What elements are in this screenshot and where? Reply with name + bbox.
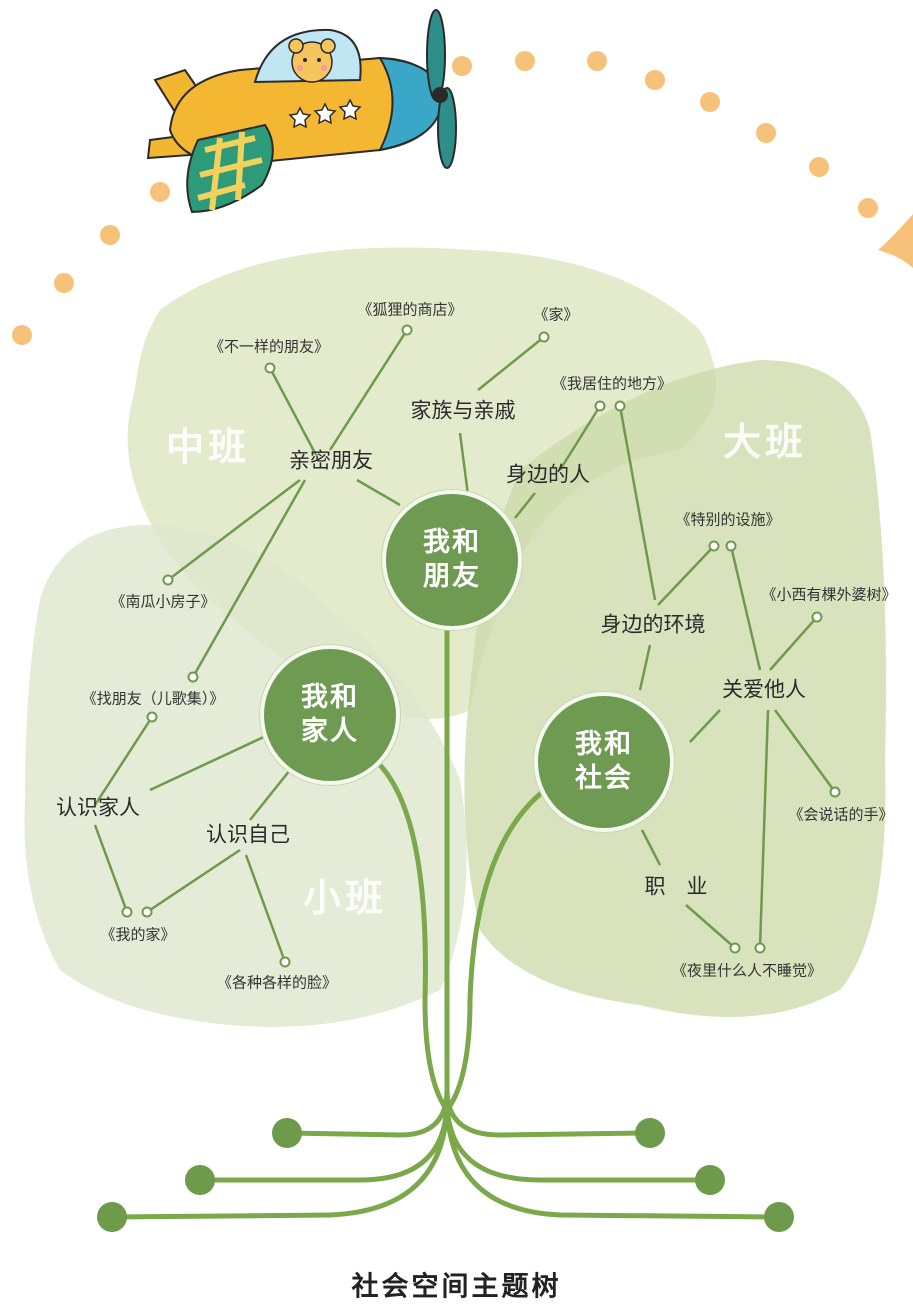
book-fox-shop: 《狐狸的商店》 (357, 300, 463, 319)
book-different-friend: 《不一样的朋友》 (208, 337, 330, 356)
zone-label-junior: 小班 (302, 876, 388, 920)
hub-family-label: 我和家人 (301, 682, 359, 747)
subtopic-surroundings: 身边的环境 (600, 612, 706, 637)
dots-arc (12, 51, 878, 345)
connector-nodes (121, 324, 841, 968)
hub-society: 我和社会 (534, 692, 674, 832)
book-who-stays-awake: 《夜里什么人不睡觉》 (671, 961, 823, 980)
subtopic-people-around: 身边的人 (506, 462, 590, 487)
book-home: 《家》 (533, 305, 579, 324)
book-special-facilities: 《特别的设施》 (675, 510, 781, 529)
hub-friends: 我和朋友 (382, 490, 522, 630)
zone-label-senior: 大班 (722, 420, 808, 464)
connector-lines (93, 329, 837, 963)
subtopic-relatives: 家族与亲戚 (410, 398, 516, 423)
subtopic-know-family: 认识家人 (56, 795, 140, 820)
root-ends (97, 1118, 794, 1232)
airplane-icon (146, 9, 457, 214)
subtopic-close-friends: 亲密朋友 (289, 448, 373, 473)
hub-family: 我和家人 (260, 645, 400, 785)
subtopic-caring: 关爱他人 (722, 677, 806, 702)
zone-label-middle: 中班 (165, 425, 251, 469)
moon-icon (878, 214, 913, 268)
hub-society-label: 我和社会 (575, 729, 633, 794)
subtopic-know-self: 认识自己 (206, 822, 290, 847)
book-faces: 《各种各样的脸》 (216, 973, 338, 992)
subtopic-jobs: 职 业 (644, 874, 708, 899)
book-talking-hands: 《会说话的手》 (788, 805, 894, 824)
diagram-title: 社会空间主题树 (351, 1271, 562, 1303)
tree-trunk (109, 592, 782, 1220)
book-my-home: 《我的家》 (100, 925, 176, 944)
book-pumpkin-house: 《南瓜小房子》 (110, 592, 216, 611)
zone-senior-shape (464, 360, 886, 1017)
hub-friends-label: 我和朋友 (423, 527, 481, 592)
book-grandma-tree: 《小西有棵外婆树》 (761, 585, 897, 604)
book-find-friends: 《找朋友（儿歌集）》 (81, 689, 225, 708)
book-where-i-live: 《我居住的地方》 (551, 374, 673, 393)
